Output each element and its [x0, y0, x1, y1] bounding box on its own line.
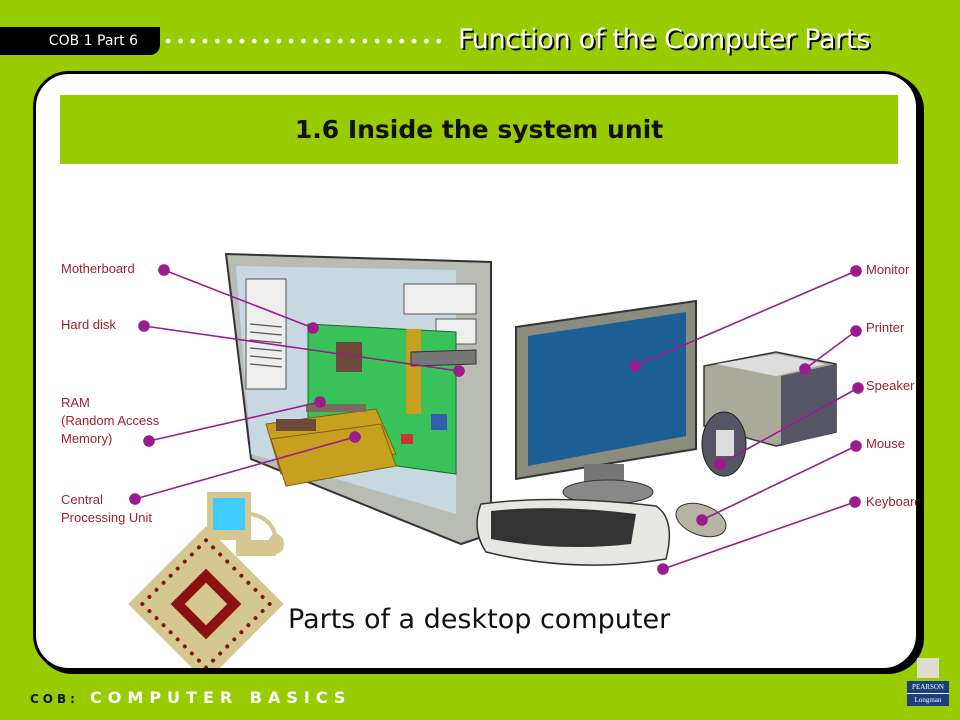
part-tag-text: COB 1 Part 6: [48, 33, 138, 49]
speaker-icon: [701, 411, 747, 477]
pearson-logo: PEARSON Longman: [907, 658, 949, 716]
slide-card: 1.6 Inside the system unit: [33, 71, 919, 671]
logo-bottom-text: Longman: [907, 693, 949, 706]
footer-course: COB: COMPUTER BASICS: [30, 688, 351, 707]
label-monitor: Monitor: [866, 262, 910, 277]
label-cpu-line2: Processing Unit: [61, 510, 153, 525]
dotted-divider: [162, 37, 442, 45]
label-mouse: Mouse: [866, 436, 906, 451]
cpu-chip-icon: [128, 492, 284, 668]
section-title: 1.6 Inside the system unit: [294, 115, 664, 144]
ship-icon: [917, 658, 939, 678]
system-unit-icon: [224, 252, 492, 546]
label-ram: RAM (Random Access Memory): [61, 394, 159, 448]
computer-parts-diagram: [128, 252, 864, 668]
footer-text: COMPUTER BASICS: [90, 688, 352, 707]
keyboard-icon: [476, 498, 671, 566]
label-printer: Printer: [866, 320, 905, 335]
logo-top-text: PEARSON: [907, 681, 949, 693]
label-motherboard: Motherboard: [61, 261, 135, 276]
label-cpu-line1: Central: [61, 492, 103, 507]
label-keyboard: Keyboard: [866, 494, 919, 509]
page-title: Function of the Computer Parts: [458, 24, 871, 55]
label-cpu: Central Processing Unit: [61, 491, 152, 527]
footer-prefix: COB:: [30, 692, 79, 706]
section-banner: 1.6 Inside the system unit: [60, 95, 898, 164]
label-hard-disk: Hard disk: [61, 317, 116, 332]
diagram-caption: Parts of a desktop computer: [288, 604, 671, 635]
label-ram-line2: (Random Access: [61, 413, 160, 428]
label-speaker: Speaker: [866, 378, 915, 393]
label-ram-line1: RAM: [61, 395, 90, 410]
label-ram-line3: Memory): [61, 431, 113, 446]
monitor-icon: [515, 299, 697, 505]
part-tag: COB 1 Part 6: [0, 27, 160, 55]
